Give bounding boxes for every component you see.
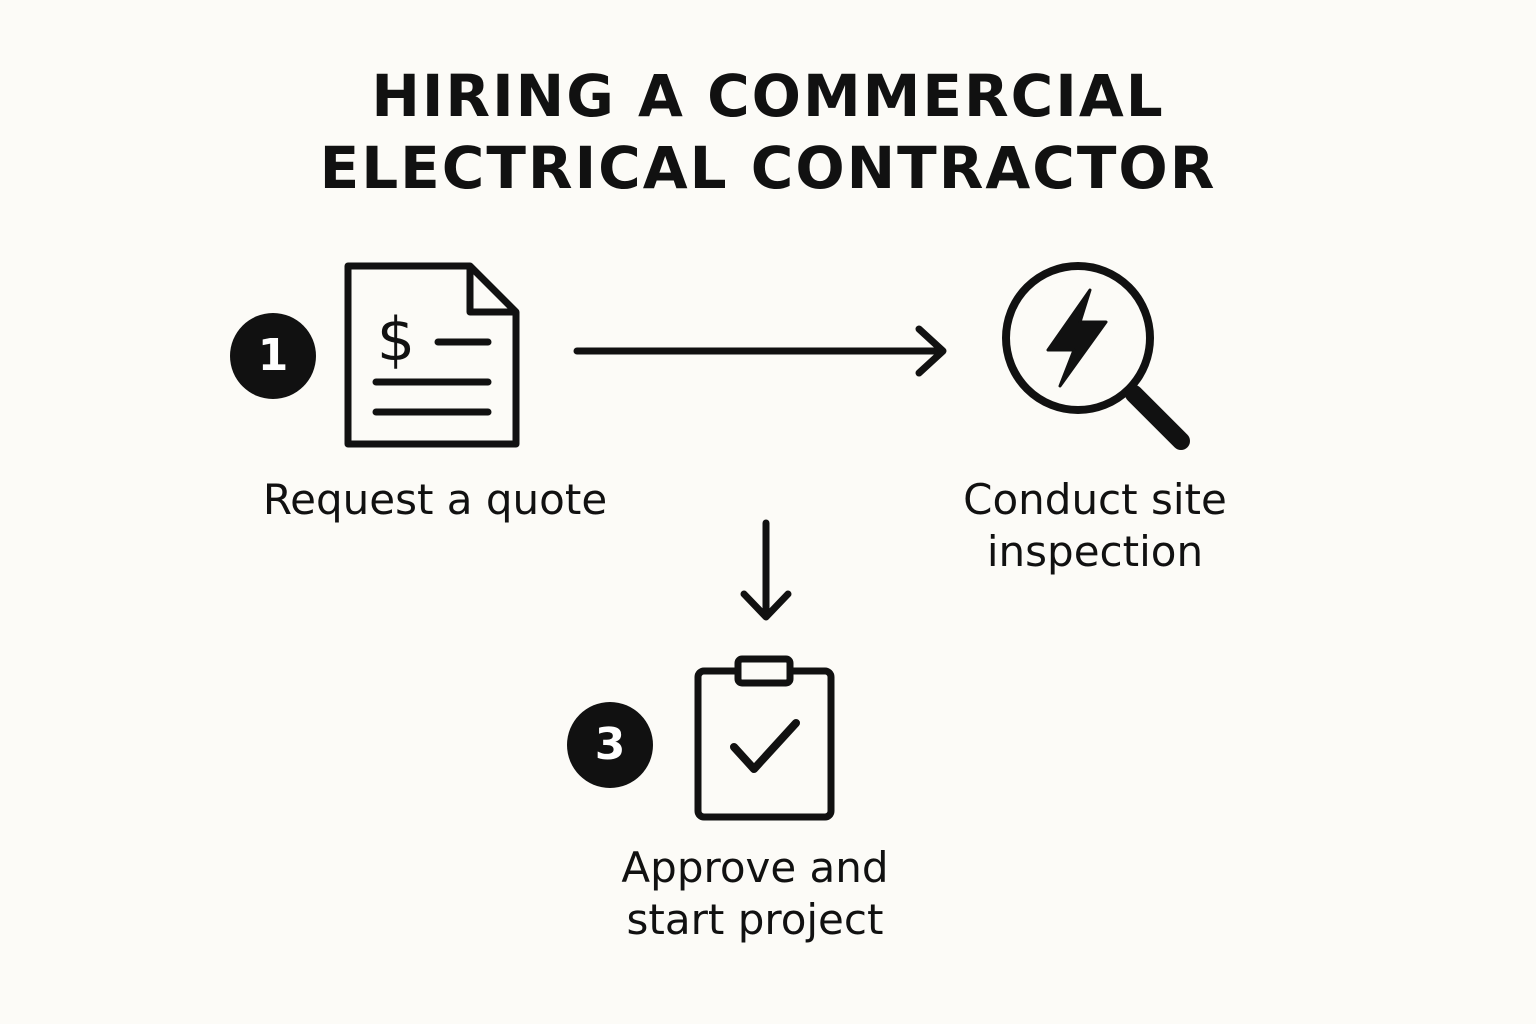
step-1-label: Request a quote	[262, 475, 608, 524]
step-1-number-badge: 1	[230, 313, 316, 399]
step-3-label-line-1: Approve and	[621, 843, 889, 892]
step-2-label: Conduct site inspection	[920, 474, 1270, 578]
step-3-label-line-2: start project	[626, 895, 884, 944]
step-3-number-badge: 3	[567, 702, 653, 788]
title-line-1: HIRING A COMMERCIAL	[371, 62, 1165, 130]
step-2-label-line-2: inspection	[986, 527, 1204, 576]
arrow-down-connector	[740, 519, 792, 621]
lightning-magnifier-icon	[1002, 262, 1190, 450]
title-line-2: ELECTRICAL CONTRACTOR	[319, 134, 1217, 202]
step-3-label: Approve and start project	[560, 842, 950, 946]
quote-document-icon: $	[344, 262, 520, 448]
step-2-label-line-1: Conduct site	[963, 475, 1227, 524]
svg-text:$: $	[377, 305, 415, 375]
arrow-right-connector	[573, 325, 947, 377]
clipboard-check-icon	[694, 655, 835, 821]
diagram-title: HIRING A COMMERCIAL ELECTRICAL CONTRACTO…	[0, 60, 1536, 204]
